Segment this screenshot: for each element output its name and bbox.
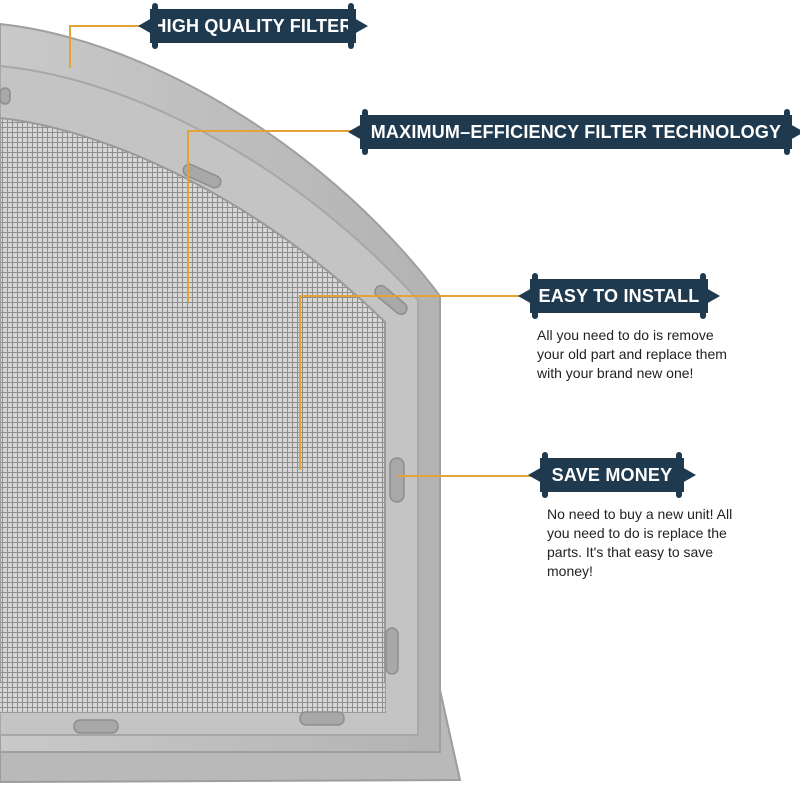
description-line: you need to do is replace the (547, 525, 727, 541)
save-money-description: No need to buy a new unit! All you need … (547, 505, 732, 581)
filter-mesh-bottom (0, 682, 385, 712)
frame-slots (0, 87, 408, 734)
callout-leader-lines (69, 25, 540, 477)
banner-save-money: SAVE MONEY (528, 452, 696, 498)
description-line: your old part and replace them (537, 346, 727, 362)
description-line: All you need to do is remove (537, 327, 714, 343)
description-line: parts. It's that easy to save (547, 544, 714, 560)
banner-cap-right (790, 124, 800, 140)
banner-high-quality-filter: HIGH QUALITY FILTER (138, 3, 368, 49)
description-line: No need to buy a new unit! All (547, 506, 733, 522)
banner-maximum-efficiency: MAXIMUM–EFFICIENCY FILTER TECHNOLOGY (348, 109, 800, 155)
banner-title: EASY TO INSTALL (538, 285, 700, 306)
banner-title: HIGH QUALITY FILTER (153, 15, 353, 36)
description-line: money! (547, 563, 593, 579)
easy-install-description: All you need to do is remove your old pa… (537, 326, 727, 383)
banner-title: SAVE MONEY (551, 464, 673, 485)
banner-title: MAXIMUM–EFFICIENCY FILTER TECHNOLOGY (370, 121, 782, 142)
description-line: with your brand new one! (537, 365, 694, 381)
filter-mesh (0, 116, 386, 713)
banner-easy-to-install: EASY TO INSTALL (518, 273, 720, 319)
